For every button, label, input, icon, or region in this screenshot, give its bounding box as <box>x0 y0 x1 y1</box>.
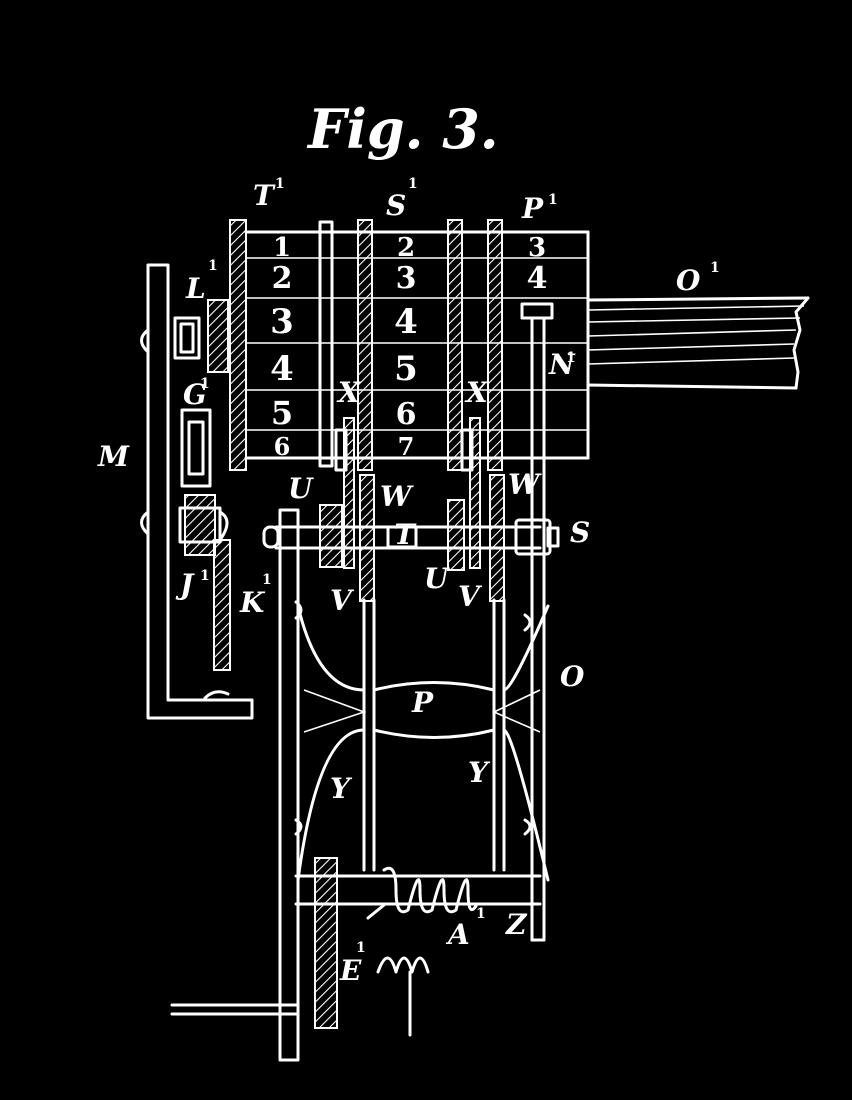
svg-text:1: 1 <box>566 350 576 366</box>
svg-text:5: 5 <box>394 349 418 389</box>
svg-text:3: 3 <box>528 233 546 263</box>
label-m: M <box>97 440 130 473</box>
svg-text:1: 1 <box>200 376 210 392</box>
wheel-s-numbers: 2 3 4 5 6 7 <box>394 233 418 461</box>
wheel-drum <box>229 219 590 472</box>
spring-e <box>170 956 430 1037</box>
label-o: O <box>560 660 585 693</box>
svg-text:P: P <box>521 192 544 225</box>
svg-text:2: 2 <box>397 233 415 263</box>
label-w-left: W <box>380 480 414 513</box>
svg-text:G: G <box>183 378 207 411</box>
label-x-right: X <box>464 376 489 409</box>
label-g: G 1 <box>183 376 210 411</box>
label-s-shaft: S <box>570 516 590 549</box>
label-n: N 1 <box>548 348 576 381</box>
svg-text:L: L <box>185 272 206 305</box>
svg-text:1: 1 <box>262 572 272 588</box>
label-j: J 1 <box>175 568 210 601</box>
label-t-wheel: T 1 <box>253 176 285 212</box>
svg-text:4: 4 <box>394 302 418 342</box>
svg-text:E: E <box>339 954 362 987</box>
svg-text:1: 1 <box>200 568 210 584</box>
svg-text:A: A <box>445 918 470 951</box>
gear-j <box>178 494 231 671</box>
label-s-wheel: S 1 <box>386 176 418 222</box>
wheel-t-numbers: 1 2 3 4 5 6 <box>270 233 294 461</box>
svg-text:4: 4 <box>270 349 294 389</box>
label-w-right: W <box>508 468 542 501</box>
label-u-left: U <box>288 472 314 505</box>
label-p-wheel: P 1 <box>521 192 558 225</box>
svg-text:3: 3 <box>396 261 417 296</box>
svg-text:J: J <box>175 568 195 601</box>
svg-text:1: 1 <box>476 906 486 922</box>
svg-text:M: M <box>97 440 130 473</box>
svg-text:6: 6 <box>396 397 417 432</box>
svg-text:7: 7 <box>398 432 415 461</box>
svg-text:K: K <box>239 586 266 619</box>
svg-text:1: 1 <box>710 260 720 276</box>
shaft-t <box>262 417 560 602</box>
svg-text:1: 1 <box>275 176 285 192</box>
label-l: L 1 <box>185 258 218 305</box>
svg-text:O: O <box>676 264 701 297</box>
spring-a <box>294 857 542 1029</box>
label-u-right: U <box>424 562 450 595</box>
svg-text:1: 1 <box>273 233 291 263</box>
label-y-right: Y <box>468 756 491 789</box>
svg-text:4: 4 <box>527 261 548 296</box>
label-v-left: V <box>330 584 355 617</box>
label-t-shaft: T <box>394 518 417 551</box>
wheel-p-numbers: 3 4 <box>527 233 548 296</box>
label-o1: O 1 <box>676 260 720 297</box>
svg-text:1: 1 <box>356 940 366 956</box>
label-a: A 1 <box>445 906 486 951</box>
label-k: K 1 <box>239 572 272 619</box>
svg-text:N: N <box>548 348 576 381</box>
frame-p <box>294 600 550 882</box>
svg-text:6: 6 <box>274 432 291 461</box>
svg-text:2: 2 <box>272 261 293 296</box>
slot-g <box>180 408 212 488</box>
label-y-left: Y <box>330 772 353 805</box>
label-v-right: V <box>458 580 483 613</box>
figure-title: Fig. 3. <box>306 97 499 161</box>
svg-text:5: 5 <box>271 394 293 432</box>
label-e: E 1 <box>339 940 366 987</box>
label-p-frame: P <box>411 686 434 719</box>
svg-text:T: T <box>253 179 276 212</box>
gear-l <box>173 299 229 373</box>
svg-text:S: S <box>386 189 406 222</box>
svg-text:1: 1 <box>548 192 558 208</box>
svg-text:3: 3 <box>270 302 294 342</box>
svg-text:1: 1 <box>408 176 418 192</box>
svg-text:1: 1 <box>208 258 218 274</box>
label-z: Z <box>505 908 528 941</box>
rod-o <box>520 302 554 942</box>
cable-o <box>586 296 810 390</box>
label-x-left: X <box>336 376 361 409</box>
frame-uprights <box>278 508 506 1062</box>
frame-m <box>140 263 254 720</box>
